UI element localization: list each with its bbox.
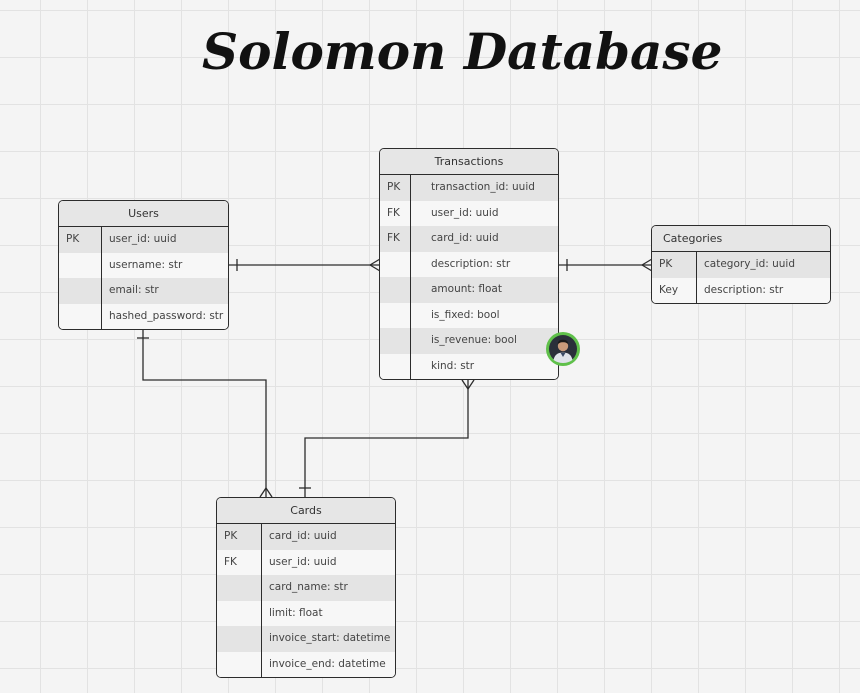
field-cell: description: str <box>704 283 784 296</box>
table-row[interactable]: is_fixed: bool <box>380 302 558 328</box>
field-cell: user_id: uuid <box>269 555 337 568</box>
field-cell: email: str <box>109 284 159 296</box>
key-cell: FK <box>380 200 411 226</box>
table-row[interactable]: PK user_id: uuid <box>59 227 228 253</box>
table-row[interactable]: is_revenue: bool <box>380 328 558 354</box>
table-row[interactable]: invoice_start: datetime <box>217 626 395 652</box>
cards-table-header: Cards <box>217 498 395 524</box>
transactions-table[interactable]: Transactions PK transaction_id: uuid FK … <box>379 148 559 380</box>
field-cell: amount: float <box>431 283 502 295</box>
key-cell <box>59 278 102 304</box>
field-cell: invoice_end: datetime <box>269 657 386 670</box>
table-row[interactable]: card_name: str <box>217 575 395 601</box>
key-cell <box>217 626 262 652</box>
field-cell: category_id: uuid <box>704 258 796 270</box>
table-row[interactable]: invoice_end: datetime <box>217 651 395 677</box>
table-row[interactable]: kind: str <box>380 353 558 379</box>
table-row[interactable]: FK user_id: uuid <box>217 549 395 575</box>
field-cell: is_fixed: bool <box>431 308 500 321</box>
table-row[interactable]: PK card_id: uuid <box>217 524 395 550</box>
table-row[interactable]: Key description: str <box>652 277 830 303</box>
field-cell: card_id: uuid <box>269 530 337 542</box>
table-row[interactable]: PK category_id: uuid <box>652 252 830 278</box>
field-cell: card_id: uuid <box>431 232 499 244</box>
table-row[interactable]: limit: float <box>217 600 395 626</box>
field-cell: description: str <box>431 257 511 270</box>
key-cell: PK <box>652 252 697 278</box>
table-row[interactable]: username: str <box>59 252 228 278</box>
table-row[interactable]: description: str <box>380 251 558 277</box>
rel-transactions-cards[interactable] <box>304 380 469 497</box>
rel-categories-transactions-many <box>641 258 653 272</box>
field-cell: is_revenue: bool <box>431 334 517 346</box>
user-avatar-icon[interactable] <box>546 332 580 366</box>
rel-users-transactions-many <box>369 258 381 272</box>
key-cell <box>380 353 411 379</box>
field-cell: hashed_password: str <box>109 309 224 322</box>
field-cell: limit: float <box>269 606 323 619</box>
key-cell <box>217 651 262 677</box>
field-cell: kind: str <box>431 359 475 372</box>
table-row[interactable]: hashed_password: str <box>59 303 228 329</box>
table-row[interactable]: PK transaction_id: uuid <box>380 175 558 201</box>
cards-table[interactable]: Cards PK card_id: uuid FK user_id: uuid … <box>216 497 396 678</box>
key-cell: FK <box>380 226 411 252</box>
key-cell: FK <box>217 549 262 575</box>
categories-table-header: Categories <box>652 226 830 252</box>
key-cell <box>217 575 262 601</box>
key-cell: PK <box>380 175 411 201</box>
key-cell <box>380 328 411 354</box>
key-cell: Key <box>652 277 697 303</box>
key-cell <box>380 277 411 303</box>
table-row[interactable]: amount: float <box>380 277 558 303</box>
rel-transactions-cards-many <box>461 379 475 390</box>
key-cell: PK <box>59 227 102 253</box>
categories-table[interactable]: Categories PK category_id: uuid Key desc… <box>651 225 831 304</box>
key-cell: PK <box>217 524 262 550</box>
table-row[interactable]: FK card_id: uuid <box>380 226 558 252</box>
key-cell <box>380 302 411 328</box>
table-row[interactable]: email: str <box>59 278 228 304</box>
field-cell: invoice_start: datetime <box>269 632 391 644</box>
field-cell: card_name: str <box>269 581 348 593</box>
users-table[interactable]: Users PK user_id: uuid username: str ema… <box>58 200 229 330</box>
key-cell <box>59 303 102 329</box>
rel-users-cards[interactable] <box>142 328 267 497</box>
users-table-header: Users <box>59 201 228 227</box>
field-cell: user_id: uuid <box>431 206 499 219</box>
avatar-portrait <box>549 335 577 363</box>
diagram-title: Solomon Database <box>202 22 723 81</box>
key-cell <box>59 252 102 278</box>
field-cell: transaction_id: uuid <box>431 181 535 193</box>
table-row[interactable]: FK user_id: uuid <box>380 200 558 226</box>
key-cell <box>380 251 411 277</box>
key-cell <box>217 600 262 626</box>
field-cell: user_id: uuid <box>109 233 177 245</box>
field-cell: username: str <box>109 258 183 271</box>
rel-users-cards-many <box>259 487 273 498</box>
transactions-table-header: Transactions <box>380 149 558 175</box>
